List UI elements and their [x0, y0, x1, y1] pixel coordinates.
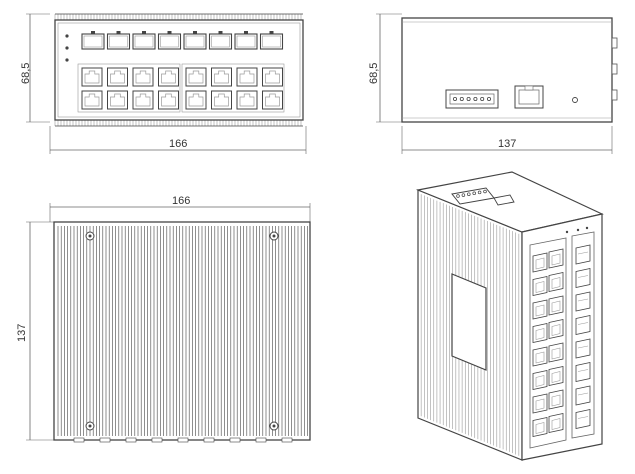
rj45-port [236, 67, 258, 87]
side-panel-body [401, 17, 613, 123]
sfp-port-group [81, 31, 284, 50]
top-screw-group [85, 231, 279, 431]
iso-rj45-port [548, 366, 564, 386]
top-plate-body [53, 221, 311, 441]
iso-rj45-port [548, 319, 564, 339]
rj45-port-group [77, 63, 285, 113]
iso-rj45-port [532, 276, 548, 296]
top-width-label: 166 [172, 195, 191, 207]
top-heatsink-fins [57, 226, 308, 436]
iso-rj45-port [548, 248, 564, 269]
iso-rj45-port [532, 370, 548, 390]
side-depth-label: 137 [498, 138, 517, 150]
iso-sfp-port [575, 338, 591, 359]
rj45-port [158, 90, 179, 110]
sfp-port [259, 31, 284, 50]
sfp-port [183, 31, 207, 50]
sfp-port [208, 31, 233, 50]
iso-sfp-port [575, 291, 591, 312]
iso-sfp-port [575, 315, 591, 335]
iso-sfp-port [575, 362, 591, 382]
sfp-port [132, 31, 156, 50]
status-led-icon [65, 46, 69, 50]
iso-port-group [532, 244, 591, 437]
top-depth-label: 137 [16, 323, 28, 342]
console-rj45-port [514, 85, 544, 109]
iso-sfp-port [575, 244, 591, 265]
sfp-port [234, 31, 258, 50]
iso-side-window [451, 273, 487, 371]
sfp-port [106, 31, 131, 50]
rj45-port [132, 90, 154, 110]
mount-screw-icon [269, 421, 279, 431]
mount-screw-icon [85, 421, 95, 431]
rj45-port [211, 90, 232, 110]
status-led-icon [65, 34, 69, 38]
iso-rj45-port [548, 295, 564, 316]
iso-rj45-port [548, 413, 564, 433]
ground-screw-icon [572, 97, 578, 103]
iso-rj45-port [532, 417, 548, 437]
iso-sfp-port [575, 385, 591, 406]
iso-rj45-port [548, 272, 564, 292]
sfp-port [157, 31, 182, 50]
rj45-port [185, 67, 207, 87]
rj45-port [185, 90, 207, 110]
rj45-port [107, 67, 128, 87]
front-width-label: 166 [169, 138, 188, 150]
rj45-port [81, 67, 103, 87]
rj45-port [262, 67, 283, 87]
rj45-port [262, 90, 283, 110]
iso-rj45-port [532, 323, 548, 343]
front-view [26, 13, 307, 154]
side-height-label: 68,5 [368, 62, 380, 84]
side-view [376, 13, 618, 154]
mount-screw-icon [85, 231, 95, 241]
rj45-port [107, 90, 128, 110]
top-view [26, 203, 311, 443]
iso-rj45-port [532, 299, 548, 320]
mount-screw-icon [269, 231, 279, 241]
rj45-port [158, 67, 179, 87]
iso-rj45-port [532, 393, 548, 414]
iso-sfp-port [575, 268, 591, 288]
status-led-group [65, 34, 69, 62]
front-height-label: 68,5 [20, 62, 32, 84]
rj45-port [132, 67, 154, 87]
isometric-view [415, 171, 604, 461]
rj45-port [81, 90, 103, 110]
iso-rj45-port [548, 389, 564, 410]
iso-top-terminal [451, 187, 515, 206]
iso-rj45-port [532, 346, 548, 367]
rj45-port [211, 67, 232, 87]
sfp-port [81, 31, 105, 50]
status-led-icon [65, 58, 69, 62]
rj45-port [236, 90, 258, 110]
power-terminal-block [445, 89, 499, 109]
iso-sfp-port [575, 409, 591, 429]
iso-rj45-port [548, 342, 564, 363]
iso-rj45-port [532, 252, 548, 273]
front-heatsink-fins [54, 13, 303, 127]
